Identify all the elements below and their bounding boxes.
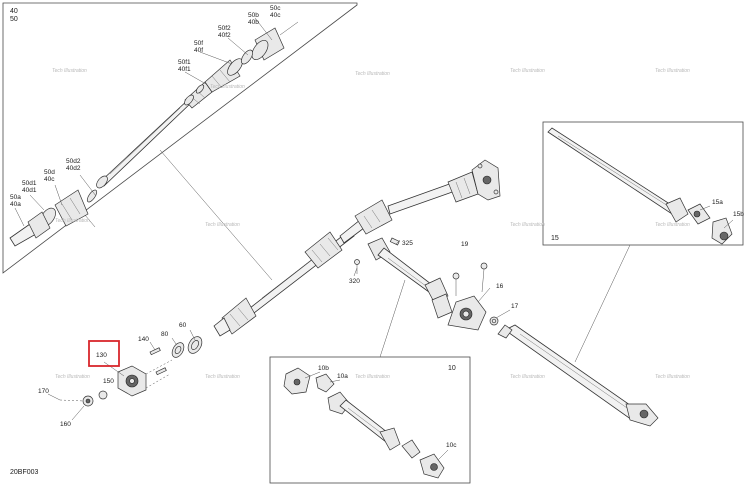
- cv-shaft-upper: [9, 21, 299, 247]
- connector-box10: [379, 279, 406, 358]
- callout-10b: 10b: [318, 365, 329, 372]
- watermark: Tech Illustration: [655, 222, 690, 228]
- callout-150: 150: [103, 378, 114, 385]
- callout-19: 19: [461, 241, 469, 248]
- callout-10a: 10a: [337, 373, 348, 380]
- watermark: Tech Illustration: [210, 84, 245, 90]
- drawing-code: 20BF003: [10, 469, 39, 476]
- watermark: Tech Illustration: [52, 68, 87, 74]
- watermark: Tech Illustration: [510, 374, 545, 380]
- main-drive-shaft: [213, 159, 501, 337]
- callout-160: 160: [60, 421, 71, 428]
- box-15-title: 15: [551, 235, 559, 242]
- callout-130: 130: [96, 352, 107, 359]
- callout-320: 320: [349, 278, 360, 285]
- center-bearing-assembly: [354, 237, 499, 331]
- callout-140: 140: [138, 336, 149, 343]
- watermark: Tech Illustration: [655, 68, 690, 74]
- wheel-hub-assembly: [59, 336, 203, 407]
- watermark: Tech Illustration: [55, 374, 90, 380]
- watermark: Tech Illustration: [55, 218, 90, 224]
- callout-325: 325: [402, 240, 413, 247]
- watermark: Tech Illustration: [205, 374, 240, 380]
- callout-80: 80: [161, 331, 169, 338]
- watermarks: Tech Illustration Tech Illustration Tech…: [52, 68, 690, 380]
- callout-15b: 15b: [733, 211, 744, 218]
- highlight-box-130: [88, 340, 120, 367]
- callout-170: 170: [38, 388, 49, 395]
- leader-lines: [14, 17, 734, 461]
- callout-10c: 10c: [446, 442, 457, 449]
- box-40-title: 40 50: [10, 8, 20, 23]
- rear-prop-shaft: [497, 324, 659, 427]
- watermark: Tech Illustration: [355, 71, 390, 77]
- callout-17: 17: [511, 303, 519, 310]
- callout-15a: 15a: [712, 199, 723, 206]
- connector-box40: [159, 149, 273, 281]
- frame-box-40: [2, 2, 358, 274]
- box-tags: 40 50 15 10: [10, 8, 559, 372]
- watermark: Tech Illustration: [205, 222, 240, 228]
- watermark: Tech Illustration: [355, 374, 390, 380]
- watermark: Tech Illustration: [655, 374, 690, 380]
- callout-60: 60: [179, 322, 187, 329]
- box-10-title: 10: [448, 365, 456, 372]
- box-10-parts: [283, 367, 445, 479]
- connector-box15: [574, 244, 631, 363]
- watermark: Tech Illustration: [510, 222, 545, 228]
- box-15-shaft: [547, 127, 733, 245]
- watermark: Tech Illustration: [510, 68, 545, 74]
- callout-16: 16: [496, 283, 504, 290]
- frame-box-15: [542, 121, 744, 246]
- frame-box-10: [269, 356, 471, 484]
